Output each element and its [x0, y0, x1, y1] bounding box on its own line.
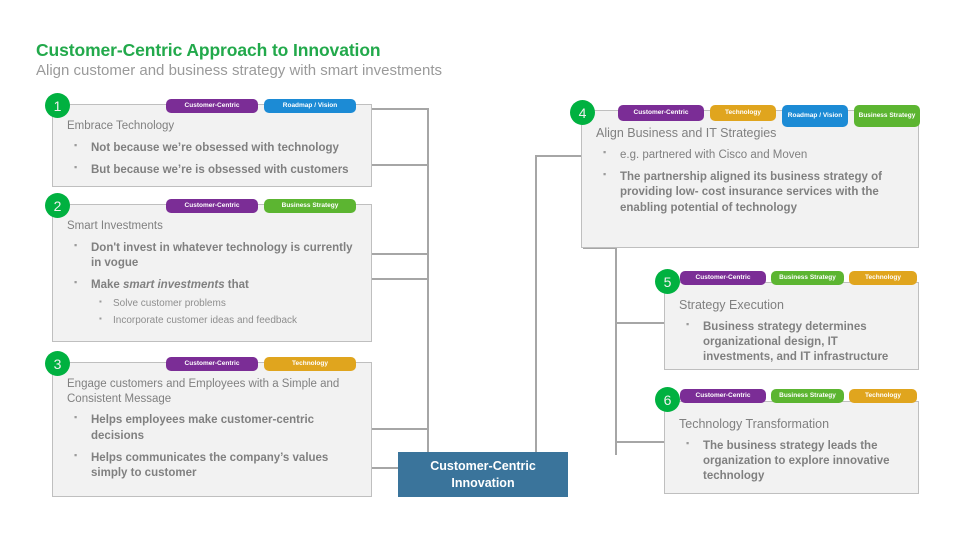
tag-business-strategy-6[interactable]: Business Strategy — [771, 389, 844, 403]
tag-customer-centric-1[interactable]: Customer-Centric — [166, 99, 258, 113]
panel-5-heading: Strategy Execution — [679, 298, 784, 312]
list-item: Incorporate customer ideas and feedback — [91, 313, 361, 329]
tag-customer-centric-6[interactable]: Customer-Centric — [680, 389, 766, 403]
list-item-text-pre: Make — [91, 279, 123, 292]
list-item: Helps communicates the company’s values … — [67, 450, 361, 481]
connector-right-sub-spine — [615, 247, 617, 455]
list-item-text-post: that — [224, 279, 249, 292]
list-item: Solve customer problems — [91, 296, 361, 312]
panel-block-1[interactable]: Embrace Technology Not because we’re obs… — [52, 104, 372, 187]
panel-2-subbullets: Solve customer problems Incorporate cust… — [91, 296, 361, 329]
list-item: The business strategy leads the organiza… — [679, 438, 908, 485]
panel-3-bullets: Helps employees make customer-centric de… — [67, 412, 361, 481]
list-item: Helps employees make customer-centric de… — [67, 412, 361, 443]
tag-business-strategy-2[interactable]: Business Strategy — [264, 199, 356, 213]
list-item-text-italic: smart investments — [122, 279, 225, 292]
panel-5-bullets: Business strategy determines organizatio… — [679, 319, 908, 366]
panel-6-bullets: The business strategy leads the organiza… — [679, 438, 908, 485]
list-item: The partnership aligned its business str… — [596, 169, 908, 216]
center-node-customer-centric-innovation[interactable]: Customer-Centric Innovation — [398, 452, 568, 497]
panel-block-2[interactable]: Smart Investments Don't invest in whatev… — [52, 204, 372, 342]
tag-business-strategy-5[interactable]: Business Strategy — [771, 271, 844, 285]
tag-customer-centric-5[interactable]: Customer-Centric — [680, 271, 766, 285]
tag-customer-centric-3[interactable]: Customer-Centric — [166, 357, 258, 371]
tag-technology-6[interactable]: Technology — [849, 389, 917, 403]
panel-1-heading: Embrace Technology — [67, 120, 175, 132]
panel-block-4[interactable]: Align Business and IT Strategies e.g. pa… — [581, 110, 919, 248]
list-item: Don't invest in whatever technology is c… — [67, 240, 361, 271]
badge-number-5: 5 — [655, 269, 680, 294]
tag-roadmap-vision-4[interactable]: Roadmap / Vision — [782, 105, 848, 127]
panel-4-bullets: e.g. partnered with Cisco and Moven The … — [596, 147, 908, 216]
connector-block2-mid — [371, 278, 429, 280]
badge-number-2: 2 — [45, 193, 70, 218]
connector-block4-down-stub — [583, 247, 617, 249]
panel-6-heading: Technology Transformation — [679, 417, 830, 431]
center-node-line2: Innovation — [451, 475, 515, 490]
tag-technology-3[interactable]: Technology — [264, 357, 356, 371]
connector-block4-stub — [535, 155, 583, 157]
connector-block1-mid — [371, 164, 429, 166]
list-item: e.g. partnered with Cisco and Moven — [596, 147, 908, 163]
connector-block3-stub — [371, 428, 429, 430]
connector-right-spine — [535, 155, 537, 468]
panel-block-5[interactable]: Strategy Execution Business strategy det… — [664, 282, 919, 370]
panel-2-bullets: Don't invest in whatever technology is c… — [67, 240, 361, 329]
list-item: Not because we’re obsessed with technolo… — [67, 140, 361, 156]
list-item: Make smart investments that Solve custom… — [67, 277, 361, 329]
connector-block2-stub — [371, 253, 429, 255]
page-subtitle: Align customer and business strategy wit… — [36, 62, 443, 79]
connector-block1-stub — [371, 108, 429, 110]
list-item: But because we’re is obsessed with custo… — [67, 162, 361, 178]
tag-technology-5[interactable]: Technology — [849, 271, 917, 285]
center-node-line1: Customer-Centric — [430, 458, 536, 473]
panel-block-6[interactable]: Technology Transformation The business s… — [664, 401, 919, 494]
tag-customer-centric-4[interactable]: Customer-Centric — [618, 105, 704, 121]
tag-roadmap-vision-1[interactable]: Roadmap / Vision — [264, 99, 356, 113]
badge-number-4: 4 — [570, 100, 595, 125]
list-item: Business strategy determines organizatio… — [679, 319, 908, 366]
tag-technology-4[interactable]: Technology — [710, 105, 776, 121]
panel-block-3[interactable]: Engage customers and Employees with a Si… — [52, 362, 372, 497]
connector-block6-stub — [615, 441, 665, 443]
panel-1-bullets: Not because we’re obsessed with technolo… — [67, 140, 361, 178]
connector-left-spine — [427, 108, 429, 468]
panel-3-heading: Engage customers and Employees with a Si… — [67, 378, 340, 405]
panel-2-heading: Smart Investments — [67, 220, 163, 232]
tag-customer-centric-2[interactable]: Customer-Centric — [166, 199, 258, 213]
badge-number-6: 6 — [655, 387, 680, 412]
page-title: Customer-Centric Approach to Innovation — [36, 40, 381, 60]
badge-number-3: 3 — [45, 351, 70, 376]
tag-business-strategy-4[interactable]: Business Strategy — [854, 105, 920, 127]
badge-number-1: 1 — [45, 93, 70, 118]
panel-4-heading: Align Business and IT Strategies — [596, 126, 777, 140]
connector-block5-stub — [615, 322, 665, 324]
